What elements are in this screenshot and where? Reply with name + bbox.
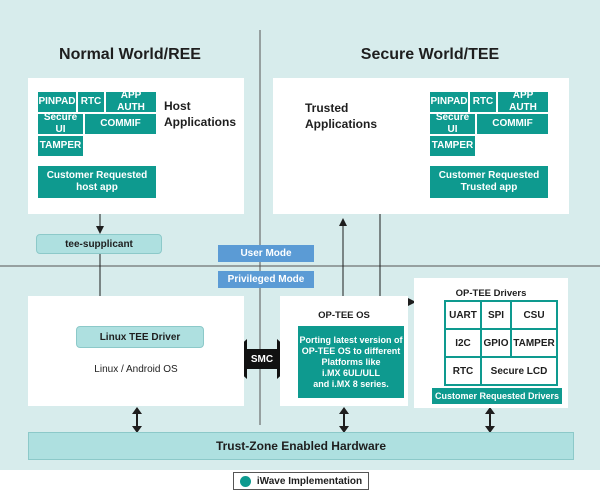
trusted-block-tamper: TAMPER xyxy=(430,136,475,156)
trusted-block-pinpad: PINPAD xyxy=(430,92,468,112)
driver-uart: UART xyxy=(446,302,480,328)
trusted-applications-label: Trusted Applications xyxy=(305,101,378,131)
driver-spi: SPI xyxy=(482,302,510,328)
optee-os-title: OP-TEE OS xyxy=(318,310,370,321)
tee-supplicant-block: tee-supplicant xyxy=(36,234,162,254)
privileged-mode-label: Privileged Mode xyxy=(218,271,314,288)
trusted-applications-panel: Trusted Applications PINPAD RTC APP AUTH… xyxy=(273,78,569,214)
linux-os-panel: Linux TEE Driver Linux / Android OS xyxy=(28,296,244,406)
host-block-commif: COMMIF xyxy=(85,114,156,134)
driver-csu: CSU xyxy=(512,302,556,328)
optee-drivers-title: OP-TEE Drivers xyxy=(455,288,527,299)
driver-tamper: TAMPER xyxy=(512,330,556,356)
optee-porting-block: Porting latest version of OP-TEE OS to d… xyxy=(298,326,404,398)
trusted-block-commif: COMMIF xyxy=(477,114,548,134)
host-applications-panel: PINPAD RTC APP AUTH Secure UI COMMIF TAM… xyxy=(28,78,244,214)
driver-secure-lcd: Secure LCD xyxy=(482,358,556,384)
host-applications-label: Host Applications xyxy=(164,99,237,129)
host-block-rtc: RTC xyxy=(78,92,104,112)
host-custom-app-block: Customer Requested host app xyxy=(38,166,156,198)
optee-os-panel: OP-TEE OS Porting latest version of OP-T… xyxy=(280,296,408,406)
secure-world-title: Secure World/TEE xyxy=(360,46,500,63)
driver-i2c: I2C xyxy=(446,330,480,356)
normal-world-title: Normal World/REE xyxy=(59,46,201,63)
host-block-app-auth: APP AUTH xyxy=(106,90,156,113)
legend-teal-dot-icon xyxy=(239,475,251,487)
trustzone-hardware-bar: Trust-Zone Enabled Hardware xyxy=(28,432,574,460)
driver-grid: UART SPI CSU I2C GPIO TAMPER RTC Secure … xyxy=(444,300,558,386)
linux-tee-driver-block: Linux TEE Driver xyxy=(76,326,204,348)
trusted-custom-app-block: Customer Requested Trusted app xyxy=(430,166,548,198)
linux-android-os-label: Linux / Android OS xyxy=(94,364,178,375)
user-mode-label: User Mode xyxy=(218,245,314,262)
legend: iWave Implementation xyxy=(233,472,369,490)
trusted-block-app-auth: APP AUTH xyxy=(498,90,548,113)
driver-gpio: GPIO xyxy=(482,330,510,356)
host-block-pinpad: PINPAD xyxy=(38,92,76,112)
legend-label: iWave Implementation xyxy=(256,475,363,487)
trusted-block-rtc: RTC xyxy=(470,92,496,112)
host-block-tamper: TAMPER xyxy=(38,136,83,156)
customer-requested-drivers-block: Customer Requested Drivers xyxy=(432,388,562,404)
smc-label: SMC xyxy=(250,353,274,365)
trusted-block-secure-ui: Secure UI xyxy=(430,112,475,135)
host-block-secure-ui: Secure UI xyxy=(38,112,83,135)
optee-drivers-panel: OP-TEE Drivers UART SPI CSU I2C GPIO TAM… xyxy=(414,278,568,408)
driver-rtc: RTC xyxy=(446,358,480,384)
